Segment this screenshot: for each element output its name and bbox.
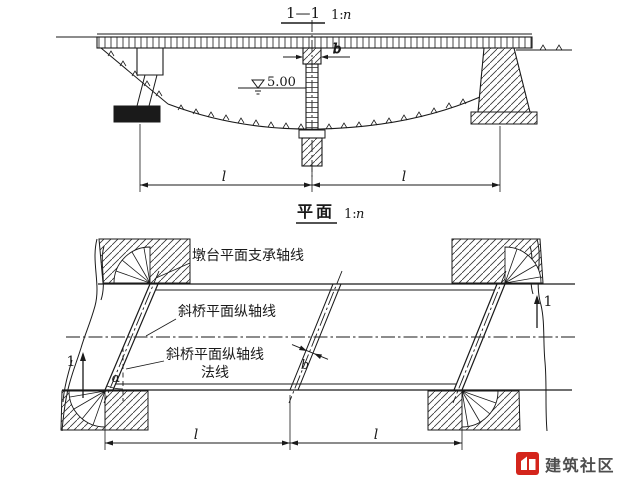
cut-mark-right-label: 1 <box>544 294 553 310</box>
pier-support-axis <box>288 270 343 404</box>
dimension-arrows <box>299 345 322 359</box>
watermark: 建筑社区 <box>516 452 615 475</box>
skew-angle: α <box>106 347 124 401</box>
cone-bottom-right <box>461 390 499 428</box>
pier-column <box>305 63 319 131</box>
slope-grass-marks <box>107 50 163 97</box>
river-bed-grass-marks <box>177 98 467 130</box>
bridge-deck <box>56 33 533 49</box>
plan-dimensions: l l <box>104 395 463 450</box>
cone-top-left <box>113 246 151 284</box>
embankment-cones <box>60 238 544 431</box>
cut-arrow-left <box>80 352 86 361</box>
right-abutment <box>470 44 572 125</box>
roadway <box>62 270 576 404</box>
normal-line-label-1: 斜桥平面纵轴线 <box>166 346 264 362</box>
river-bed <box>167 96 481 130</box>
plan-scale-n: n <box>356 207 364 222</box>
water-level-value: 5.00 <box>267 75 296 90</box>
dimension-arrows <box>105 440 462 446</box>
leader-longitudinal-axis <box>145 318 177 337</box>
axis-labels: 墩台平面支承轴线 斜桥平面纵轴线 斜桥平面纵轴线 法线 <box>125 247 304 380</box>
extension-lines <box>104 395 463 450</box>
plan-view: 平面 1: n <box>60 203 576 450</box>
span-length-right: l <box>402 169 406 185</box>
plan-span-left: l <box>194 427 198 443</box>
axis-lines <box>66 270 576 404</box>
center-pier: b <box>283 20 350 178</box>
left-support-axis <box>103 270 160 404</box>
water-level-triangle-icon <box>251 79 265 89</box>
right-support-axis <box>452 270 507 404</box>
section-view: 1—1 1: n <box>56 4 572 192</box>
section-cut-markers: 1 1 <box>67 294 553 398</box>
section-scale-n: n <box>343 8 351 23</box>
leader-support-axis <box>155 262 191 279</box>
cut-arrow-right <box>534 295 540 304</box>
plan-pier-width-dim: b <box>291 344 329 373</box>
span-length-left: l <box>222 169 226 185</box>
cone-top-right <box>504 246 542 284</box>
extension-lines <box>139 124 501 192</box>
longitudinal-axis-label: 斜桥平面纵轴线 <box>178 303 276 319</box>
left-abutment <box>100 47 169 123</box>
section-scale-prefix: 1: <box>331 8 344 23</box>
cone-bottom-left <box>68 390 106 428</box>
normal-line-label-2: 法线 <box>201 364 229 380</box>
plan-span-right: l <box>374 427 378 443</box>
watermark-logo-icon <box>516 452 539 475</box>
pier-width-dimension: b <box>283 42 350 60</box>
section-title: 1—1 1: n <box>281 4 351 24</box>
plan-pier-width-label: b <box>301 358 309 373</box>
pier-bearing <box>302 47 322 65</box>
plan-scale-prefix: 1: <box>344 207 357 222</box>
section-title-text: 1—1 <box>286 4 320 22</box>
section-dimensions: l l <box>139 124 501 192</box>
dimension-arrows <box>140 182 500 188</box>
water-level-symbol: 5.00 <box>238 75 306 95</box>
cut-mark-left-label: 1 <box>67 354 76 370</box>
bank-grass-marks <box>539 44 563 51</box>
watermark-building-glyph-icon <box>521 456 536 470</box>
pier-width-label: b <box>333 42 341 57</box>
angle-arc <box>106 385 124 390</box>
plan-title-text: 平面 <box>297 203 335 221</box>
leader-normal-line <box>125 360 165 370</box>
left-foundation-block <box>113 105 161 123</box>
plan-title: 平面 1: n <box>296 203 364 224</box>
watermark-text: 建筑社区 <box>545 456 615 475</box>
dimension-arrows <box>296 54 328 60</box>
support-axis-label: 墩台平面支承轴线 <box>192 247 304 263</box>
pier-foundation <box>301 137 323 167</box>
skew-angle-label: α <box>112 371 121 386</box>
pier-cap <box>298 129 326 139</box>
